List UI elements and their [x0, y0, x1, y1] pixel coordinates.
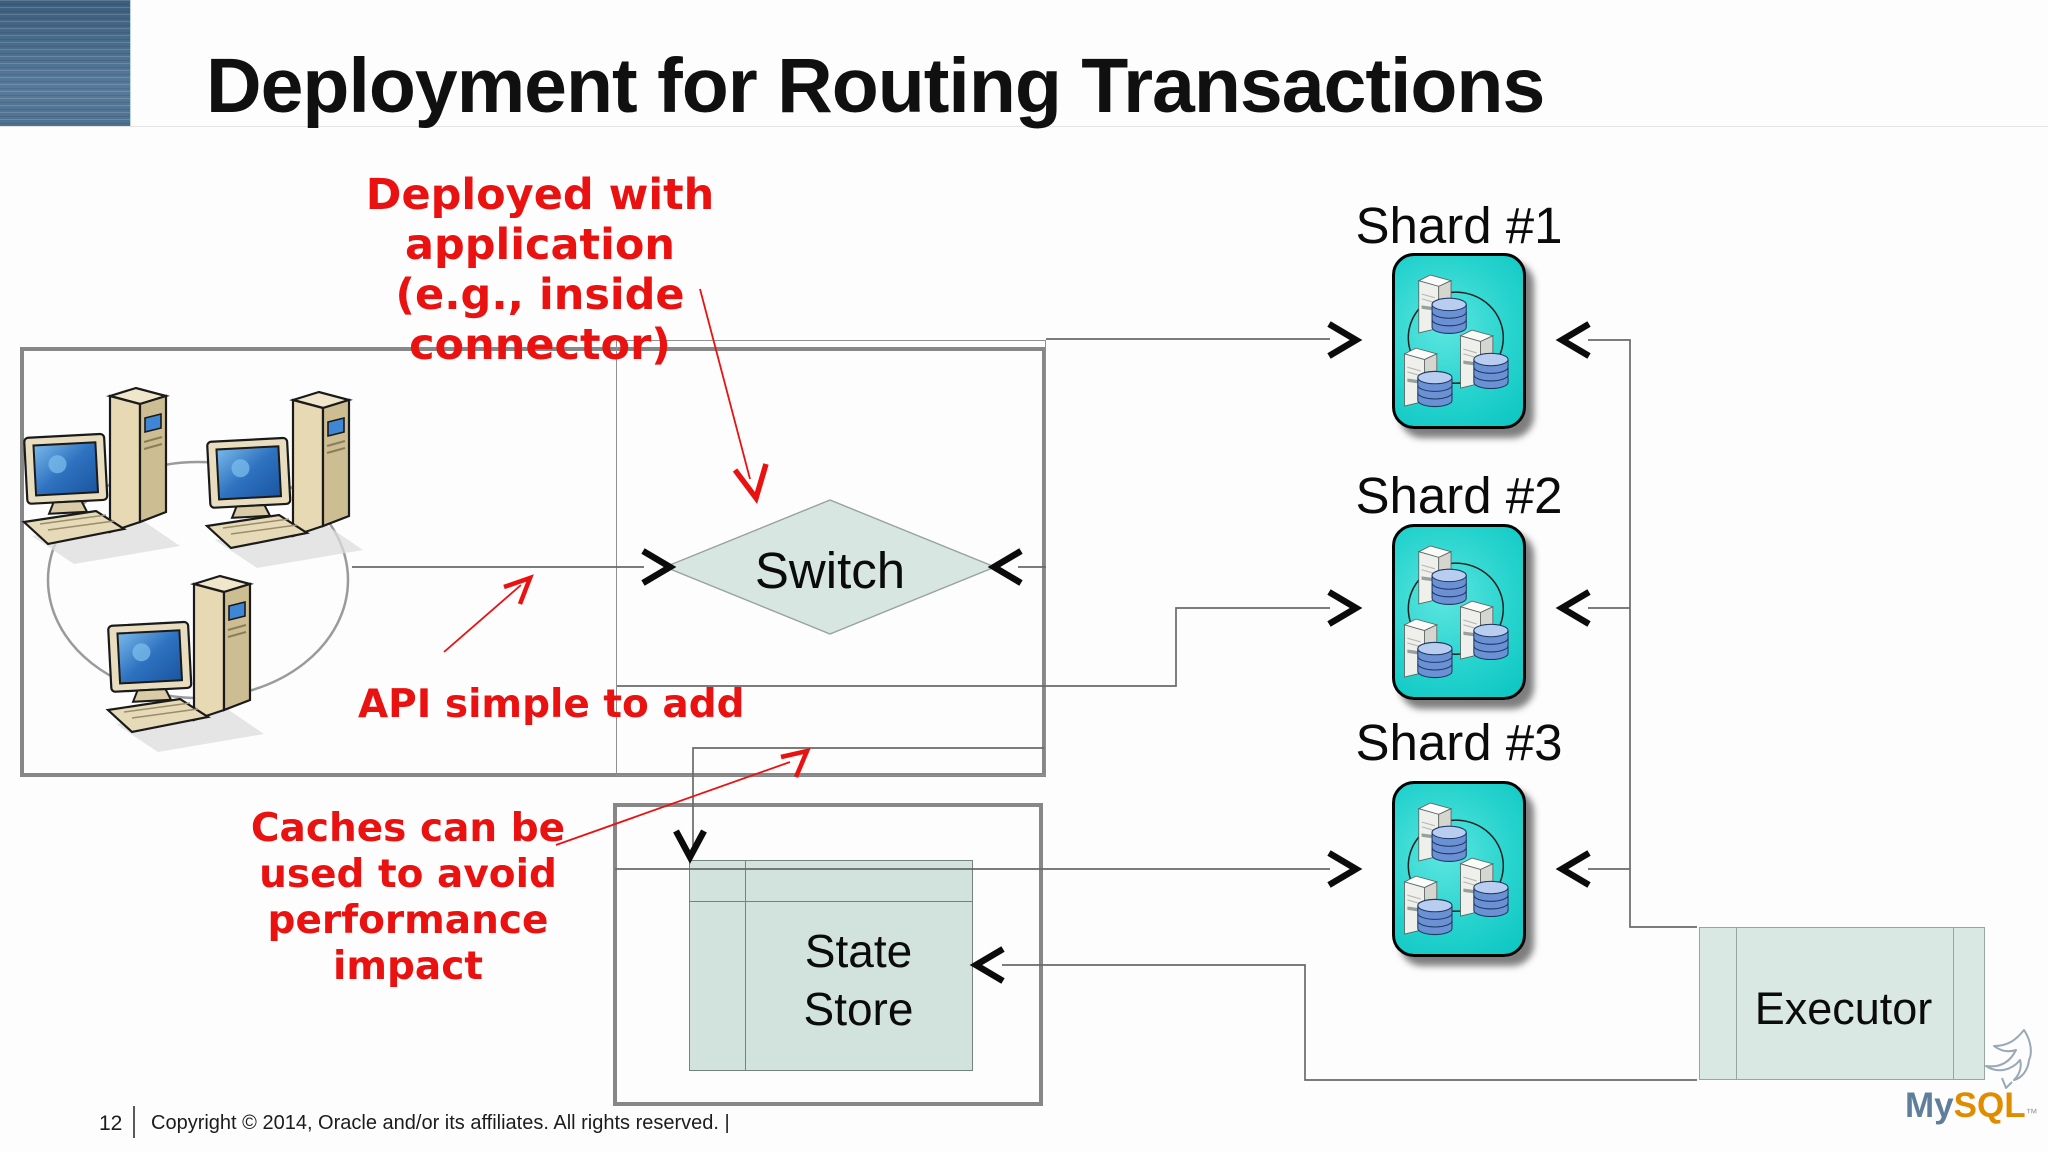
mysql-logo-sql: SQL — [1953, 1086, 2026, 1125]
shard-3-label: Shard #3 — [1355, 714, 1563, 771]
annotation-caches-line1: Caches can be — [250, 806, 566, 851]
shard-1-label: Shard #1 — [1355, 197, 1563, 254]
footer-divider — [133, 1106, 135, 1138]
state-store-label-line2: Store — [803, 983, 914, 1035]
database-servers-icon — [1395, 527, 1522, 696]
executor-right-divider — [1953, 928, 1954, 1079]
client-computers-icon — [22, 386, 364, 754]
footer: 12 Copyright © 2014, Oracle and/or its a… — [0, 1104, 2048, 1152]
arrow-into-shard1-left — [1327, 321, 1363, 359]
clients-group-box — [20, 347, 1046, 777]
annotation-caches-line3: performance impact — [267, 898, 549, 989]
state-store-node — [689, 860, 973, 1071]
mysql-logo: MySQL™ — [1905, 1086, 2038, 1126]
dolphin-icon — [1985, 1029, 2032, 1089]
page-number: 12 — [99, 1112, 123, 1135]
arrow-into-shard1-right — [1555, 321, 1591, 359]
shard-2-icon — [1392, 524, 1526, 700]
arrow-into-shard2-right — [1555, 589, 1591, 627]
annotation-caches-line2: used to avoid — [259, 852, 557, 897]
switch-label: Switch — [754, 542, 906, 599]
database-servers-icon — [1395, 784, 1522, 953]
shard-2-label: Shard #2 — [1355, 467, 1563, 524]
slide-corner-decoration — [0, 0, 131, 127]
executor-label: Executor — [1754, 983, 1933, 1034]
executor-left-divider — [1736, 928, 1737, 1079]
arrow-into-shard3-right — [1555, 850, 1591, 888]
header-divider — [0, 126, 2048, 127]
annotation-deployed: Deployed with application (e.g., inside … — [258, 170, 822, 370]
mysql-logo-tm: ™ — [2025, 1106, 2038, 1120]
annotation-deployed-line1: Deployed with application — [365, 170, 715, 270]
shard-1-icon — [1392, 253, 1526, 429]
state-store-header-line — [690, 901, 972, 902]
annotation-deployed-line2: (e.g., inside connector) — [395, 270, 685, 370]
arrow-into-shard3-left — [1327, 850, 1363, 888]
state-store-column-line — [745, 861, 746, 1070]
annotation-api: API simple to add — [358, 682, 745, 727]
state-store-label-line1: State — [804, 925, 913, 977]
slide-title: Deployment for Routing Transactions — [206, 43, 1545, 129]
arrow-into-shard2-left — [1327, 589, 1363, 627]
shard-3-icon — [1392, 781, 1526, 957]
state-store-label: State Store — [744, 922, 973, 1038]
database-servers-icon — [1395, 256, 1522, 425]
executor-node — [1699, 927, 1985, 1080]
annotation-caches: Caches can be used to avoid performance … — [200, 806, 616, 990]
copyright-text: Copyright © 2014, Oracle and/or its affi… — [151, 1112, 730, 1134]
mysql-logo-my: My — [1905, 1086, 1954, 1125]
